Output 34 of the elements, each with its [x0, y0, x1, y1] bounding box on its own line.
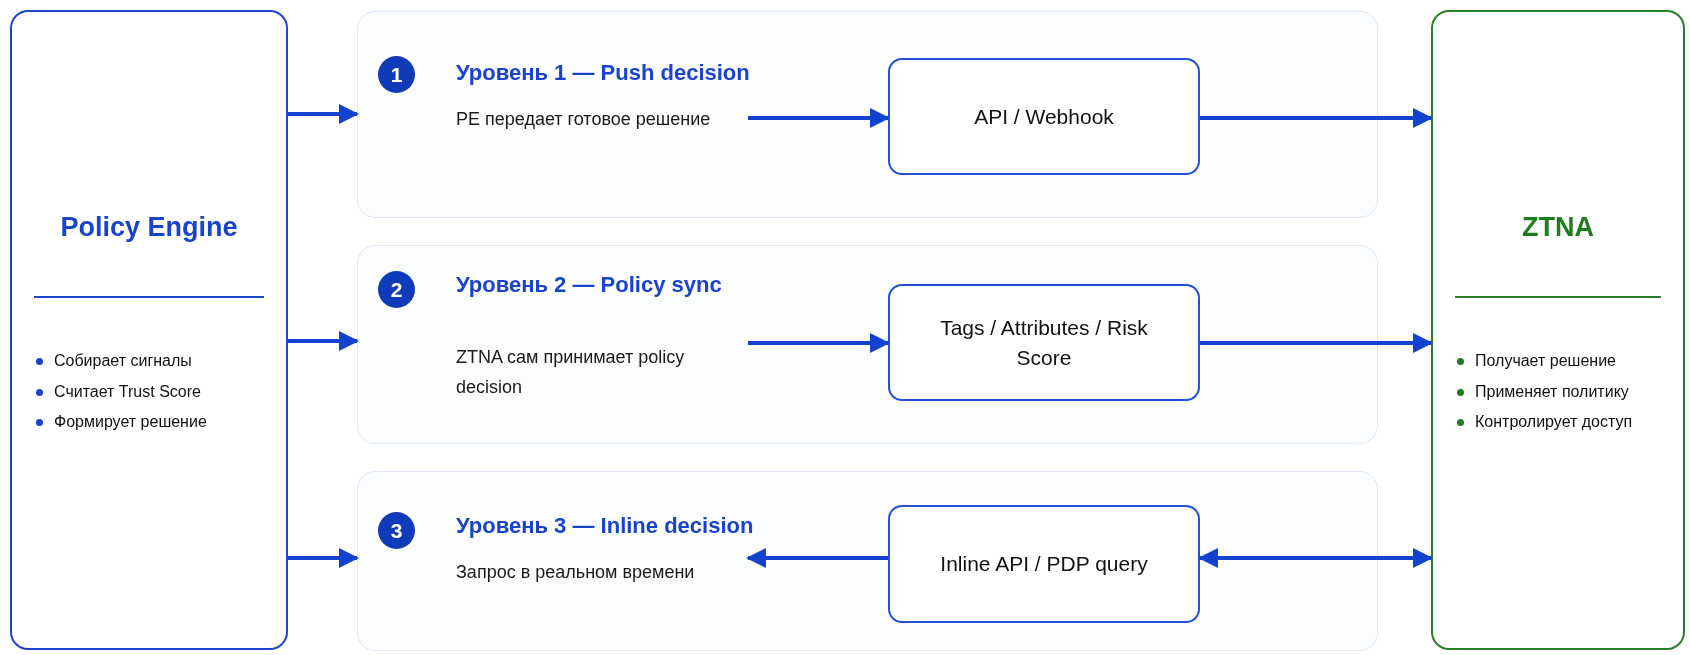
- bullet-item: Применяет политику: [1455, 383, 1629, 401]
- arrow: [746, 548, 888, 568]
- level-heading: Уровень 3 — Inline decision: [456, 513, 754, 539]
- step-number: 2: [378, 271, 415, 308]
- arrow: [288, 548, 359, 568]
- level-heading: Уровень 2 — Policy sync: [456, 272, 722, 298]
- card-title: Policy Engine: [59, 212, 239, 243]
- level-panel: [357, 11, 1378, 218]
- description-text: ZTNA сам принимает policy decision: [456, 342, 748, 402]
- interface-box: API / Webhook: [888, 58, 1200, 175]
- interface-box: Tags / Attributes / Risk Score: [888, 284, 1200, 401]
- component-card: [10, 10, 288, 650]
- description-text: PE передает готовое решение: [456, 104, 748, 134]
- level-panel: [357, 471, 1378, 651]
- level-panel: [357, 245, 1378, 444]
- bullet-item: Получает решение: [1455, 352, 1616, 370]
- bullet-item: Собирает сигналы: [34, 352, 192, 370]
- bullet-item: Формирует решение: [34, 413, 207, 431]
- arrow: [1198, 548, 1433, 568]
- arrow: [288, 331, 359, 351]
- arrow: [748, 333, 890, 353]
- level-heading: Уровень 1 — Push decision: [456, 60, 750, 86]
- description-text: Запрос в реальном времени: [456, 557, 748, 587]
- card-title: ZTNA: [1521, 212, 1595, 243]
- step-number: 1: [378, 56, 415, 93]
- arrow: [288, 104, 359, 124]
- interface-box: Inline API / PDP query: [888, 505, 1200, 623]
- arrow: [1200, 108, 1433, 128]
- arrow: [1200, 333, 1433, 353]
- step-number: 3: [378, 512, 415, 549]
- bullet-item: Считает Trust Score: [34, 383, 201, 401]
- bullet-item: Контролирует доступ: [1455, 413, 1633, 431]
- arrow: [748, 108, 890, 128]
- component-card: [1431, 10, 1685, 650]
